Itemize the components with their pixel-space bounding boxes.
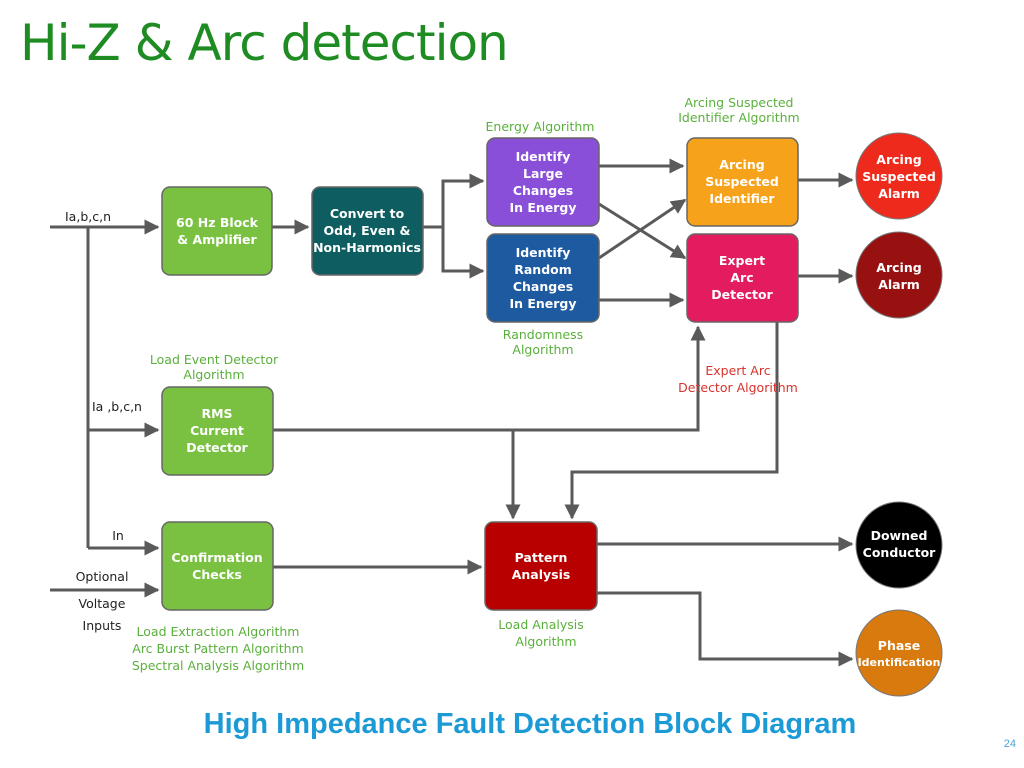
svg-text:RMS: RMS	[201, 406, 232, 421]
svg-text:Changes: Changes	[513, 279, 573, 294]
spectral-analysis-algorithm-label: Spectral Analysis Algorithm	[132, 658, 304, 673]
connector-large-to-expert	[598, 202, 687, 260]
svg-text:In Energy: In Energy	[509, 200, 576, 215]
load-analysis-algorithm-label-line1: Load Analysis	[498, 617, 583, 632]
svg-text:Arcing: Arcing	[719, 157, 764, 172]
page-number: 24	[1003, 738, 1016, 750]
connector-convert-to-large	[423, 173, 485, 229]
identify-random-changes-block: Identify Random Changes In Energy	[486, 233, 600, 323]
svg-text:Checks: Checks	[192, 567, 242, 582]
svg-text:Downed: Downed	[871, 528, 928, 543]
pattern-analysis-block: Pattern Analysis	[484, 521, 598, 611]
expert-arc-detector-block: Expert Arc Detector	[686, 233, 799, 323]
svg-text:Large: Large	[523, 166, 563, 181]
expert-arc-algorithm-label-line2: Detector Algorithm	[678, 380, 798, 395]
svg-text:Arcing: Arcing	[876, 152, 921, 167]
connector-pattern-to-phase	[597, 591, 854, 667]
svg-text:60 Hz Block: 60 Hz Block	[176, 215, 259, 230]
svg-text:Pattern: Pattern	[515, 550, 568, 565]
connector-random-to-suspected	[598, 198, 687, 260]
connectors	[50, 158, 854, 667]
diagram-caption: High Impedance Fault Detection Block Dia…	[203, 708, 857, 740]
connector-expert-to-pattern	[564, 322, 779, 520]
input-label-voltage: Voltage	[79, 596, 126, 611]
svg-text:Detector: Detector	[711, 287, 773, 302]
input-label-inputs: Inputs	[83, 618, 122, 633]
amplifier-block: 60 Hz Block & Amplifier	[161, 186, 273, 276]
randomness-algorithm-label-line2: Algorithm	[512, 342, 573, 357]
svg-text:Detector: Detector	[186, 440, 248, 455]
randomness-algorithm-label-line1: Randomness	[503, 327, 583, 342]
svg-text:In Energy: In Energy	[509, 296, 576, 311]
energy-algorithm-label: Energy Algorithm	[486, 119, 595, 134]
confirmation-checks-block: Confirmation Checks	[161, 521, 274, 611]
arcing-alarm-circle: Arcing Alarm	[855, 231, 943, 319]
svg-text:Changes: Changes	[513, 183, 573, 198]
svg-text:Identifier: Identifier	[709, 191, 775, 206]
svg-text:Convert to: Convert to	[330, 206, 405, 221]
convert-harmonics-block: Convert to Odd, Even & Non-Harmonics	[311, 186, 424, 276]
svg-text:Phase: Phase	[878, 638, 920, 653]
load-event-algorithm-label-line2: Algorithm	[183, 367, 244, 382]
expert-arc-algorithm-label-line1: Expert Arc	[705, 363, 770, 378]
svg-text:Suspected: Suspected	[862, 169, 936, 184]
input-label-optional: Optional	[76, 569, 129, 584]
arcing-suspected-algorithm-label-line2: Identifier Algorithm	[678, 110, 800, 125]
input-label-iabcn: Ia,b,c,n	[65, 209, 111, 224]
input-label-iabcn-rms: Ia ,b,c,n	[92, 399, 142, 414]
phase-identification-circle: Phase Identification	[855, 609, 943, 697]
arc-burst-pattern-algorithm-label: Arc Burst Pattern Algorithm	[132, 641, 303, 656]
svg-text:Confirmation: Confirmation	[171, 550, 262, 565]
identify-large-changes-block: Identify Large Changes In Energy	[486, 137, 600, 227]
connector-rms-to-expert	[273, 325, 706, 432]
svg-text:Identify: Identify	[516, 149, 571, 164]
svg-text:Alarm: Alarm	[878, 186, 920, 201]
input-label-in: In	[112, 528, 124, 543]
svg-text:Alarm: Alarm	[878, 277, 920, 292]
svg-text:Identify: Identify	[516, 245, 571, 260]
svg-text:Non-Harmonics: Non-Harmonics	[313, 240, 421, 255]
svg-text:Identification: Identification	[858, 656, 941, 669]
arcing-suspected-identifier-block: Arcing Suspected Identifier	[686, 137, 799, 227]
downed-conductor-circle: Downed Conductor	[855, 501, 943, 589]
svg-text:Current: Current	[190, 423, 244, 438]
svg-text:Arc: Arc	[730, 270, 753, 285]
connector-convert-to-random	[441, 227, 485, 279]
svg-text:Conductor: Conductor	[863, 545, 936, 560]
svg-text:Suspected: Suspected	[705, 174, 779, 189]
svg-text:Odd, Even &: Odd, Even &	[324, 223, 411, 238]
svg-text:Random: Random	[514, 262, 572, 277]
load-event-algorithm-label-line1: Load Event Detector	[150, 352, 279, 367]
rms-current-detector-block: RMS Current Detector	[161, 386, 274, 476]
arcing-suspected-alarm-circle: Arcing Suspected Alarm	[855, 132, 943, 220]
arcing-suspected-algorithm-label-line1: Arcing Suspected	[685, 95, 794, 110]
slide-title: Hi-Z & Arc detection	[20, 14, 509, 72]
svg-text:Analysis: Analysis	[512, 567, 571, 582]
svg-text:Arcing: Arcing	[876, 260, 921, 275]
load-extraction-algorithm-label: Load Extraction Algorithm	[137, 624, 300, 639]
svg-text:Expert: Expert	[719, 253, 765, 268]
svg-text:& Amplifier: & Amplifier	[177, 232, 257, 247]
load-analysis-algorithm-label-line2: Algorithm	[515, 634, 576, 649]
